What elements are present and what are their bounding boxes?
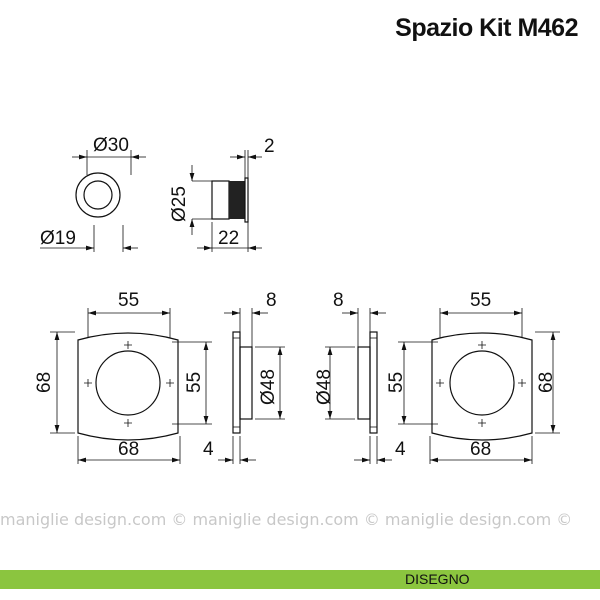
left-plate-dimensions: 55 68 55 68 4 8 Ø48 xyxy=(34,290,279,460)
dim-height: 68 xyxy=(34,372,55,393)
footer-label: DISEGNO xyxy=(405,571,470,587)
dim-boss: 8 xyxy=(333,290,344,311)
dim-hole-spacing-v: 55 xyxy=(386,372,407,393)
dim-outer-diameter: Ø30 xyxy=(93,135,129,156)
dim-boss-diameter: Ø48 xyxy=(258,369,279,405)
right-plate-dimensions: 55 68 55 68 4 8 Ø48 xyxy=(314,290,557,460)
dim-inner-diameter: Ø19 xyxy=(40,228,76,249)
left-plate-drawing xyxy=(50,308,285,464)
dim-hole-spacing-v: 55 xyxy=(184,372,205,393)
dim-thickness: 4 xyxy=(395,439,406,460)
rosette-side-view: Ø25 22 2 xyxy=(169,136,275,252)
dim-hole-spacing-h: 55 xyxy=(470,290,491,311)
dim-width: 68 xyxy=(118,439,139,460)
watermark: maniglie design.com © maniglie design.co… xyxy=(0,510,572,529)
footer-bar: DISEGNO xyxy=(0,570,600,589)
right-plate-drawing xyxy=(325,308,560,464)
dim-boss: 8 xyxy=(266,290,277,311)
rosette-front-view: Ø30 Ø19 xyxy=(40,135,146,252)
dim-flange: 2 xyxy=(264,136,275,157)
dim-width: 68 xyxy=(470,439,491,460)
dim-thickness: 4 xyxy=(203,439,214,460)
dim-boss-diameter: Ø48 xyxy=(314,369,335,405)
dim-height: 68 xyxy=(536,372,557,393)
dim-hole-spacing-h: 55 xyxy=(118,290,139,311)
dim-cylinder-diameter: Ø25 xyxy=(169,186,190,222)
dim-length: 22 xyxy=(218,228,239,249)
page-title: Spazio Kit M462 xyxy=(395,14,578,42)
